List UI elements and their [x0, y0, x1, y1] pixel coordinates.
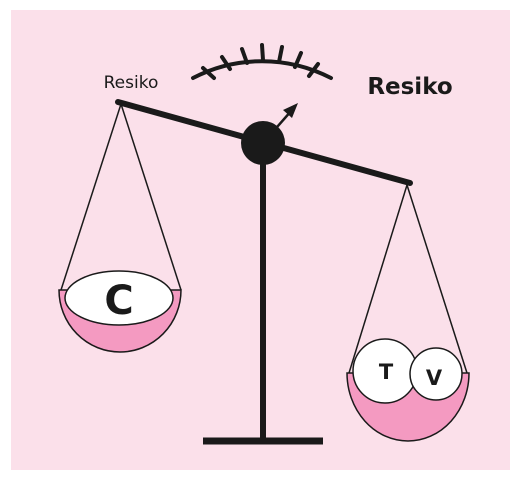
right-risk-label: Resiko [367, 74, 452, 100]
left-pan-letter: C [104, 278, 133, 324]
gauge-tick [262, 45, 263, 60]
left-risk-label: Resiko [104, 73, 159, 93]
scale-pivot [241, 121, 285, 165]
right-pan-letter-v: V [426, 366, 443, 390]
right-pan-letter-t: T [379, 360, 394, 384]
